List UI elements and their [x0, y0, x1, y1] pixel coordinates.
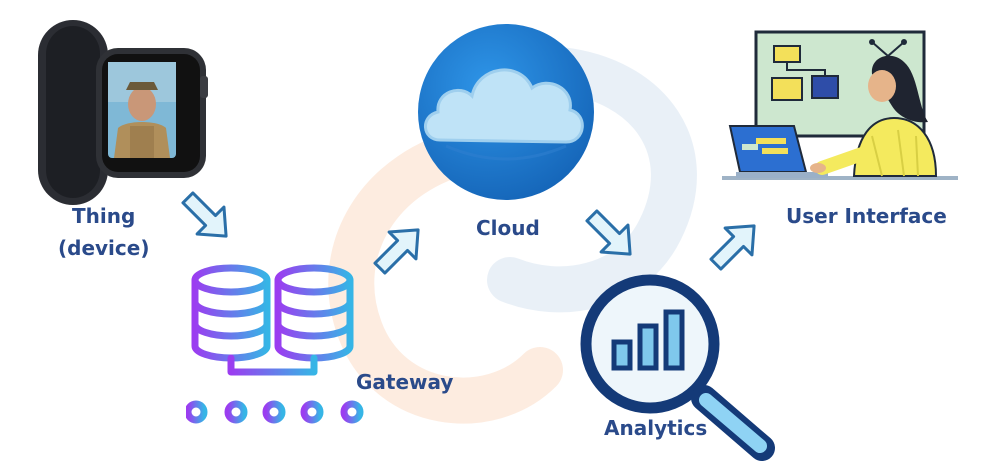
magnifier-chart-icon: [580, 274, 775, 461]
user-interface-label: User Interface: [786, 204, 947, 228]
arrow-analytics-to-user-interface: [709, 224, 756, 271]
cloud-label: Cloud: [476, 216, 540, 240]
arrow-thing-to-gateway: [181, 191, 228, 238]
arrow-cloud-to-analytics: [585, 209, 632, 256]
smartwatch-icon: [38, 20, 208, 205]
thing-label-line1: Thing: [72, 204, 136, 228]
thing-label-line2: (device): [58, 236, 150, 260]
gateway-label: Gateway: [356, 370, 454, 394]
database-gateway-icon: [186, 264, 364, 424]
arrow-gateway-to-cloud: [373, 228, 420, 275]
person-at-laptop-icon: [722, 30, 958, 180]
cloud-icon: [418, 24, 594, 200]
analytics-label: Analytics: [604, 416, 708, 440]
